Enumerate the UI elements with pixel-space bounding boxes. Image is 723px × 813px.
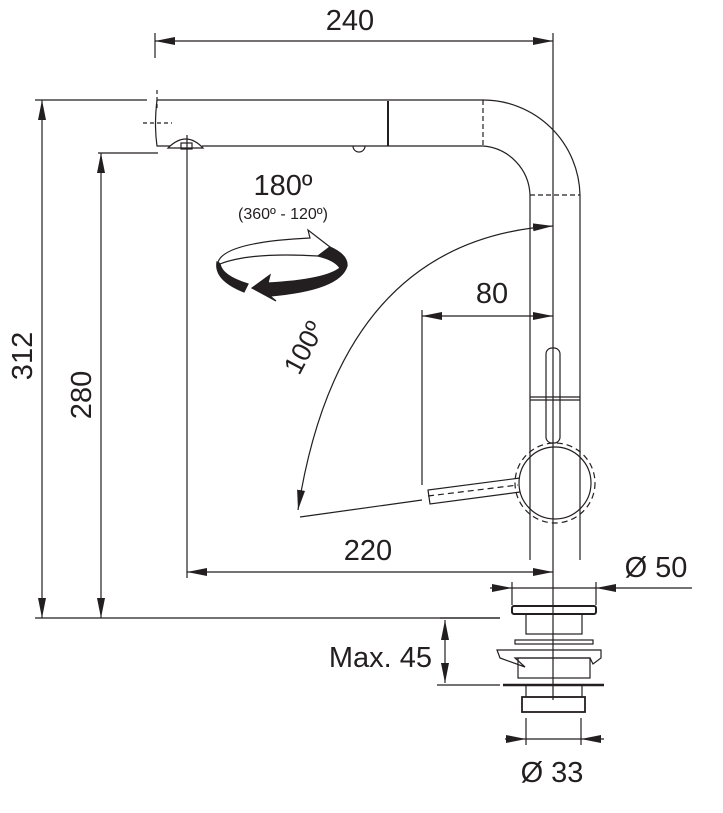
label-80: 80 [476, 278, 508, 310]
label-280: 280 [66, 371, 98, 419]
dimension-shank-diameter [505, 718, 604, 745]
lever-angle-arc [297, 223, 554, 511]
label-base-diameter: Ø 50 [625, 552, 688, 584]
label-312: 312 [7, 332, 39, 380]
dimension-overall-width [154, 33, 554, 58]
faucet-lever [427, 347, 596, 524]
faucet-spout [143, 90, 581, 560]
label-shank-diameter: Ø 33 [521, 757, 584, 789]
rotation-arrows-icon [216, 228, 348, 302]
label-220: 220 [344, 535, 392, 567]
label-swivel-angle: 180º [254, 170, 313, 202]
dimension-max-countertop [437, 617, 500, 686]
label-240: 240 [326, 5, 374, 37]
dimension-outlet-height [97, 152, 158, 618]
dimension-overall-height [35, 99, 500, 619]
label-max-countertop: Max. 45 [329, 642, 432, 674]
dimension-base-diameter [490, 582, 692, 605]
label-swivel-range: (360º - 120º) [238, 206, 328, 223]
mounting-hardware [496, 605, 604, 713]
label-lever-angle: 100º [278, 316, 330, 379]
